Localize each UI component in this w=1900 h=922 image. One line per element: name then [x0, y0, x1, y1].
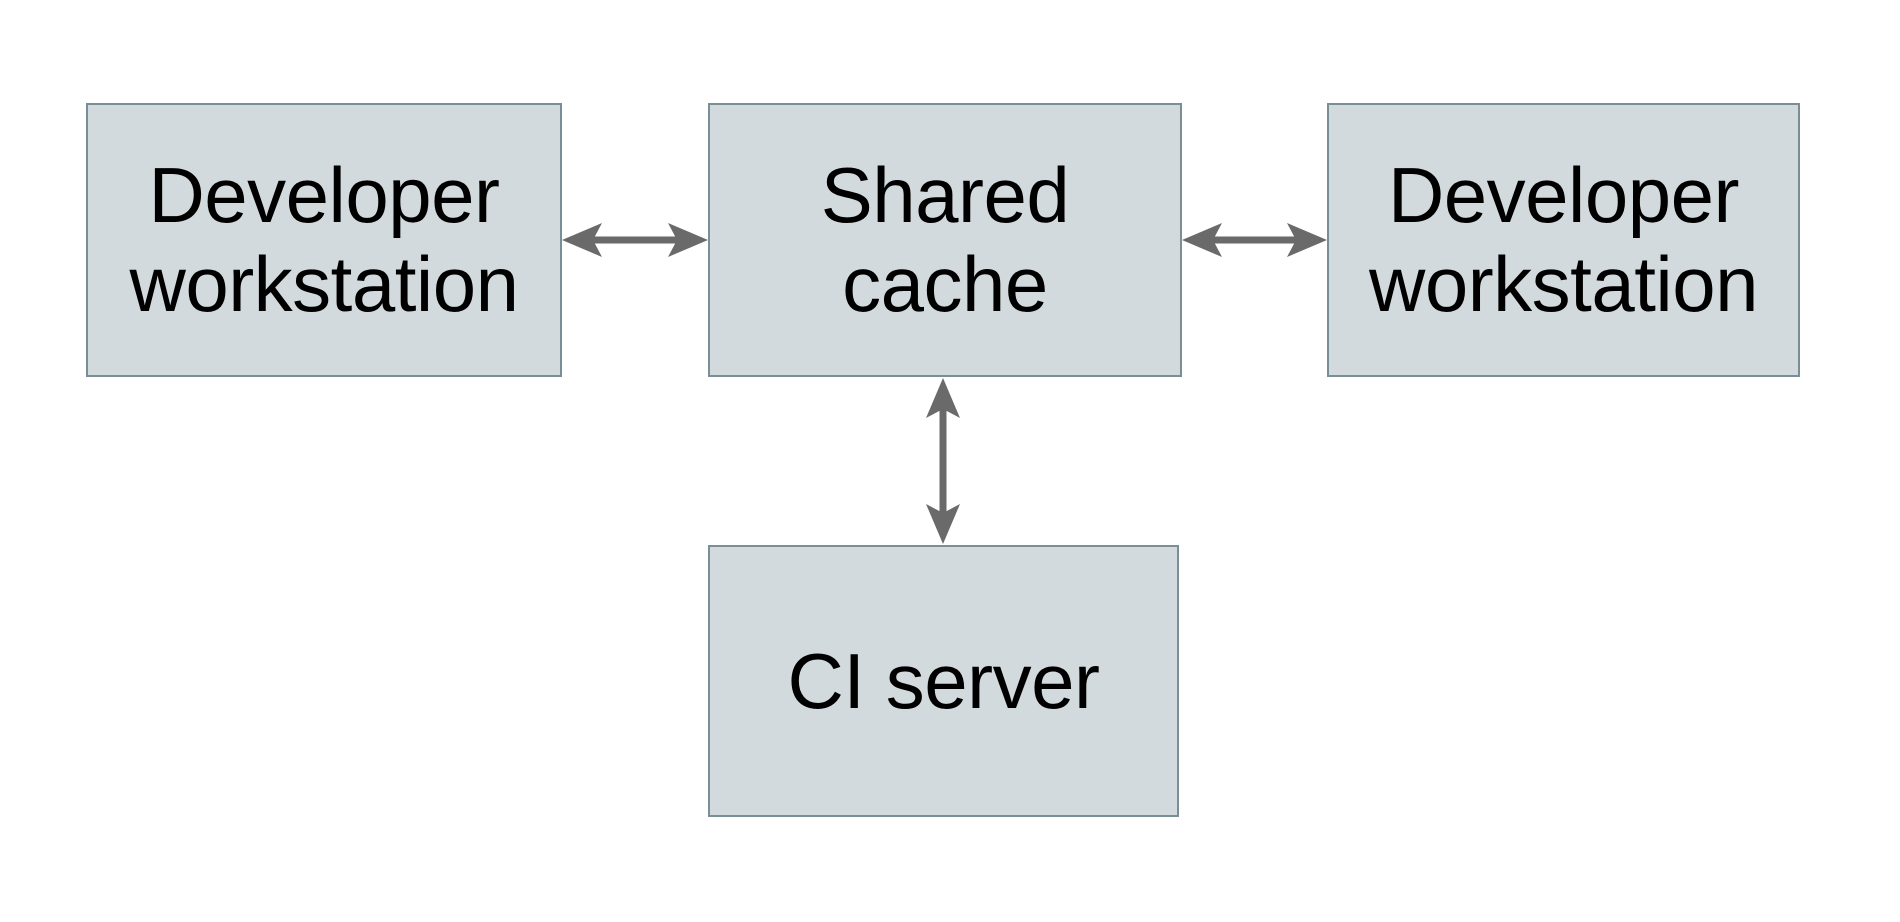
- node-ci-server: CI server: [708, 545, 1179, 817]
- node-label-line: Developer: [148, 151, 500, 240]
- node-label-line: workstation: [1369, 240, 1759, 328]
- node-label-line: workstation: [129, 240, 520, 328]
- node-developer-workstation-left: Developer workstation: [86, 103, 562, 377]
- node-label-line: CI server: [787, 636, 1100, 725]
- node-label-line: cache: [842, 240, 1048, 328]
- double-arrow-vertical-icon: [926, 378, 960, 544]
- edge-devleft-cache-bidirectional-arrow: [562, 210, 708, 270]
- node-developer-workstation-right: Developer workstation: [1327, 103, 1800, 377]
- double-arrow-horizontal-icon: [562, 223, 708, 257]
- node-shared-cache: Shared cache: [708, 103, 1182, 377]
- edge-cache-ciserver-bidirectional-arrow: [913, 378, 973, 544]
- node-label-line: Shared: [820, 151, 1070, 240]
- edge-cache-devright-bidirectional-arrow: [1182, 210, 1327, 270]
- node-label-line: Developer: [1387, 151, 1740, 240]
- double-arrow-horizontal-icon: [1182, 223, 1327, 257]
